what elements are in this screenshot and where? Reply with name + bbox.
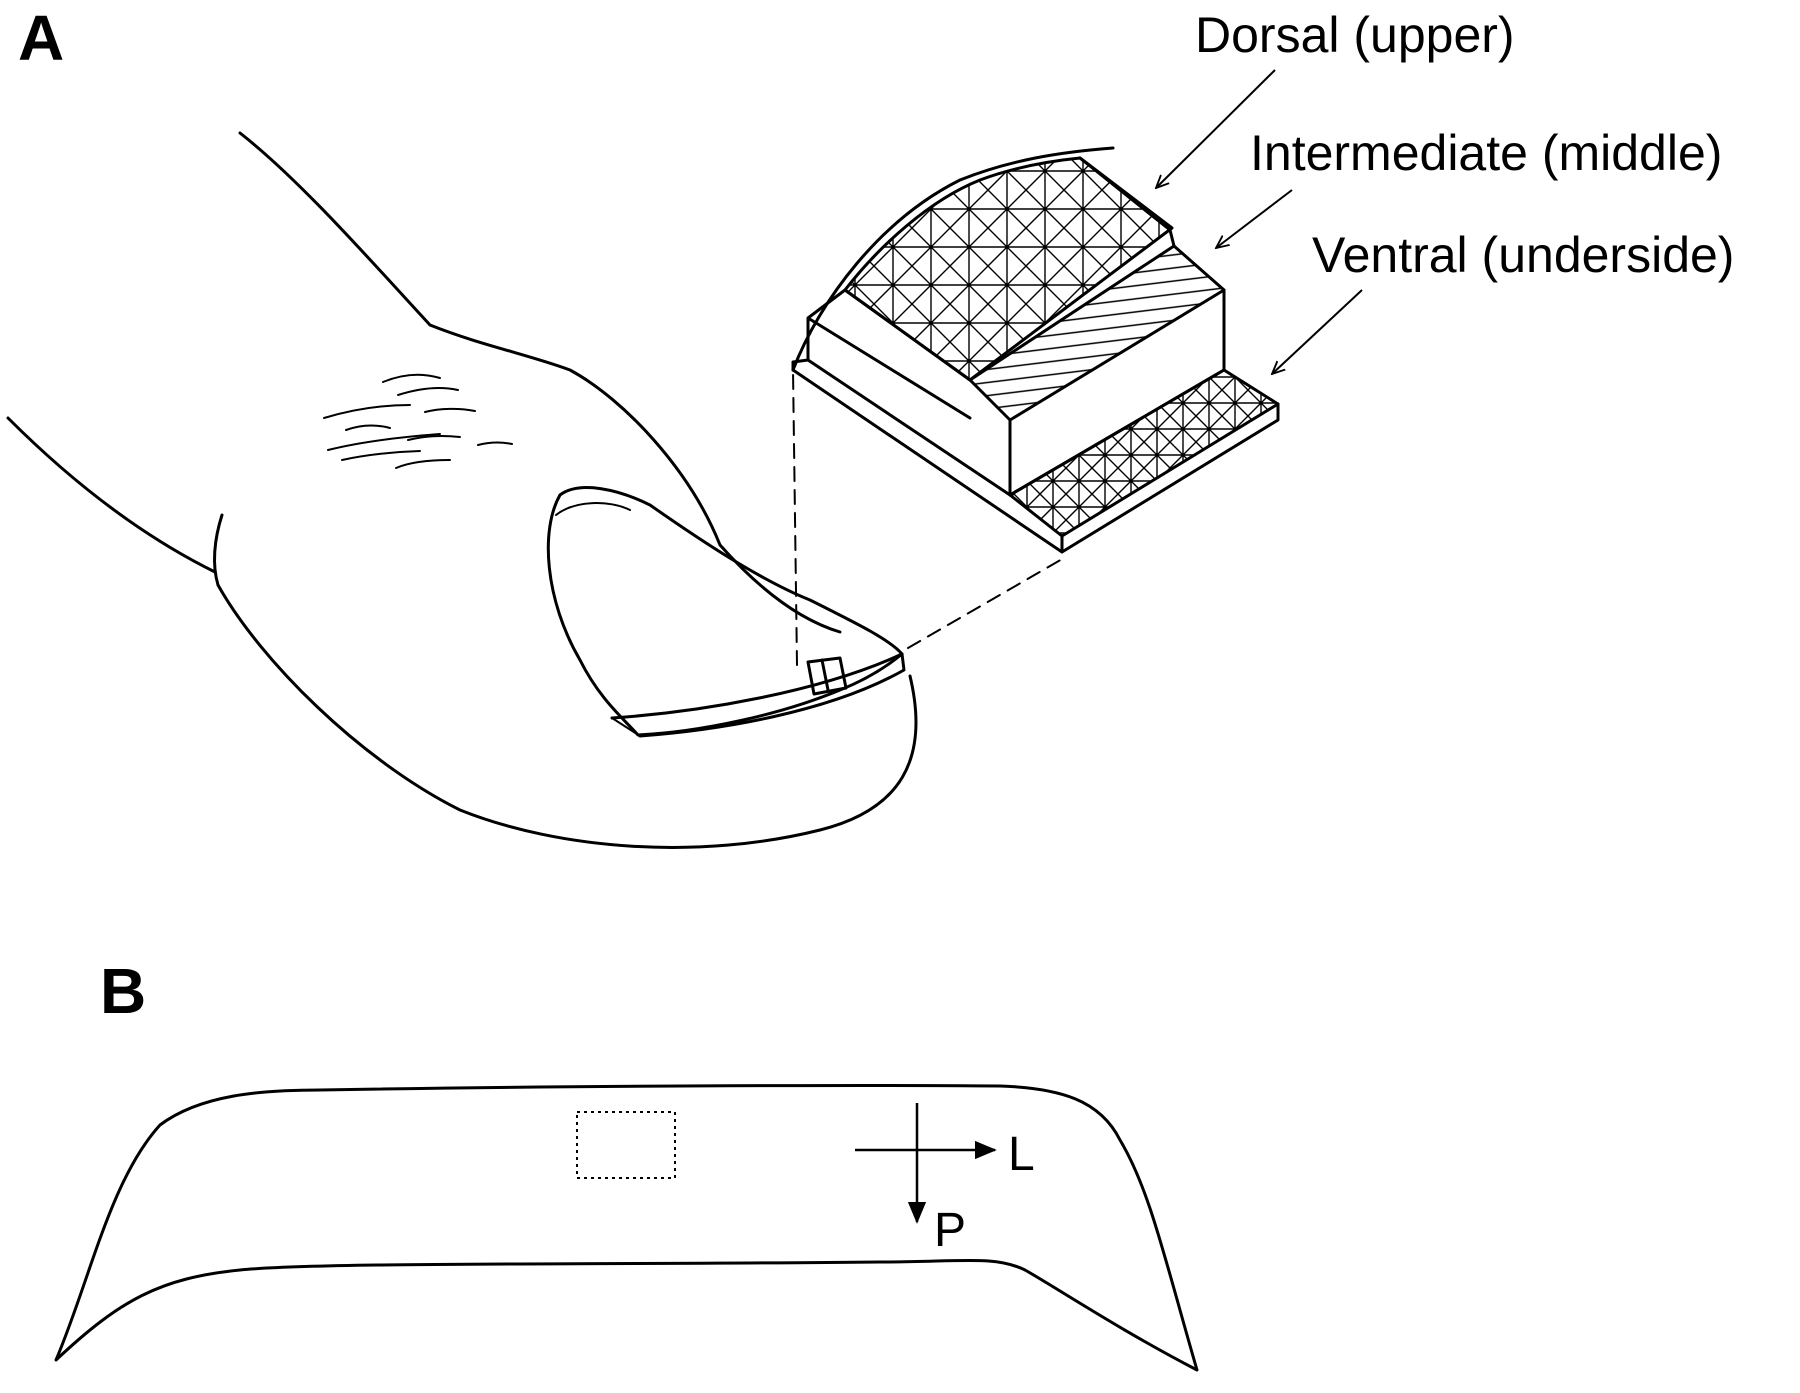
nail-free-edge-outer: [610, 652, 904, 720]
nail-plate-outline: [546, 493, 904, 737]
intermediate-label: Intermediate (middle): [1250, 125, 1722, 181]
block-left-face: [806, 288, 1012, 497]
dorsal-label: Dorsal (upper): [1195, 7, 1515, 63]
dorsal-layer-step: [843, 156, 1176, 382]
panel-b: B L P: [54, 955, 1199, 1372]
layer-labels: Dorsal (upper) Intermediate (middle) Ven…: [1156, 7, 1734, 374]
sample-block-on-nail: [806, 656, 848, 696]
ventral-label: Ventral (underside): [1312, 227, 1734, 283]
orientation-axes: L P: [855, 1103, 1035, 1257]
projection-line-right: [907, 557, 1065, 649]
ventral-arrow: [1272, 289, 1363, 374]
finger-bottom-outline: [6, 416, 217, 574]
projection-line-left: [792, 369, 798, 666]
nail-lunula: [555, 502, 631, 516]
panel-b-label: B: [100, 955, 146, 1027]
dorsal-arrow: [1156, 69, 1276, 188]
nail-free-edge-inner: [638, 652, 906, 738]
intermediate-arrow: [1216, 189, 1293, 248]
panel-a-label: A: [18, 2, 64, 74]
sample-region-box: [576, 1111, 676, 1179]
nail-cuticle: [558, 486, 904, 656]
finger-top-outline: [238, 131, 842, 634]
lateral-axis-label: L: [1008, 1128, 1035, 1181]
ventral-layer-thickness: [791, 368, 1280, 554]
block-curved-surface: [791, 146, 1115, 372]
block-left-edge: [791, 358, 810, 372]
dorsal-layer-face: [843, 156, 1174, 382]
panel-a: A: [6, 2, 1734, 849]
nail-layers-block: [791, 146, 1280, 554]
knuckle-crease: [213, 513, 224, 587]
proximal-axis-label: P: [934, 1204, 966, 1257]
nail-free-edge-end: [611, 717, 641, 737]
finger-illustration: [6, 131, 1065, 849]
nail-clipping-outline: [54, 1083, 1199, 1372]
knuckle-wrinkles: [323, 373, 513, 469]
fingertip-pad-outline: [216, 583, 918, 849]
